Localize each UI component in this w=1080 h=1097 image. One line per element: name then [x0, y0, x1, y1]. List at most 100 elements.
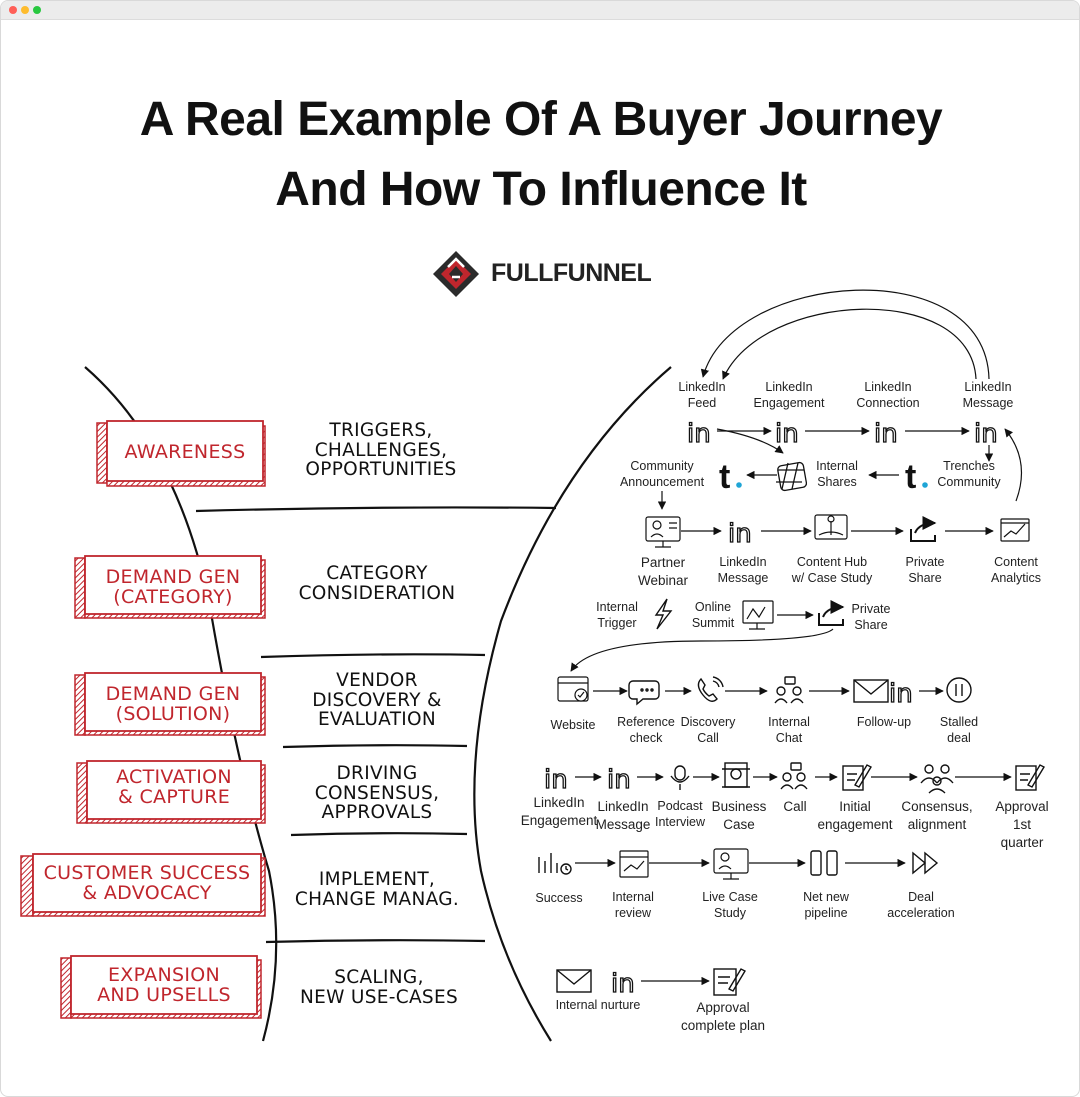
success-chart-icon [538, 853, 572, 875]
touchpoint-linkedin-engagement: LinkedIn Engagement [753, 380, 825, 410]
touchpoint-initial-engagement: Initial engagement [817, 799, 893, 832]
fast-forward-icon [912, 851, 939, 875]
t-community-icon: t [905, 458, 916, 496]
funnel-right-edge [473, 366, 672, 1042]
envelope-icon [853, 679, 889, 703]
linkedin-in-icon: in [687, 419, 711, 449]
touchpoint-internal-chat: Internal Chat [768, 715, 810, 745]
stage-tag-awareness-label: AWARENESS [124, 441, 246, 463]
touchpoint-stalled-deal: Stalled deal [939, 715, 979, 745]
touchpoint-consensus-alignment: Consensus, alignment [901, 799, 973, 832]
online-summit-icon [742, 600, 774, 630]
touchpoint-linkedin-message: LinkedIn Message [962, 380, 1014, 410]
touchpoint-private-share: Private Share [905, 555, 945, 585]
touchpoint-internal-review: Internal review [612, 890, 654, 920]
stage-tag-customer-success-label: CUSTOMER SUCCESS & ADVOCACY [43, 862, 251, 904]
share-icons [818, 516, 937, 626]
touchpoint-content-hub: Content Hub w/ Case Study [791, 555, 873, 585]
approval-document-icon [1015, 764, 1045, 791]
touchpoint-call: Call [783, 799, 807, 814]
net-new-pipeline-icon [810, 850, 838, 876]
touchpoint-follow-up: Follow-up [856, 715, 912, 729]
touchpoint-online-summit: Online Summit [691, 600, 735, 630]
touchpoint-success: Success [535, 891, 583, 905]
t-community-icon: t [719, 458, 730, 496]
title-line-1: A Real Example Of A Buyer Journey [139, 93, 943, 146]
touchpoint-content-analytics: Content Analytics [990, 555, 1042, 585]
minimize-window-icon[interactable] [21, 6, 29, 14]
touchpoint-linkedin-connection: LinkedIn Connection [856, 380, 920, 410]
linkedin-in-icon: in [775, 419, 799, 449]
hashtag-icon [776, 461, 808, 492]
stage-tag-demand-gen-category [74, 555, 266, 619]
website-icon [557, 676, 589, 702]
funnel-divider-2 [260, 653, 486, 659]
fullfunnel-logo-icon [433, 251, 479, 297]
chat-bubble-icon [628, 680, 660, 706]
content-analytics-icon [1000, 518, 1030, 542]
touchpoint-linkedin-message-3: LinkedIn Message [595, 799, 651, 832]
close-window-icon[interactable] [9, 6, 17, 14]
stage-tag-activation [76, 760, 266, 824]
funnel-stage-implement: IMPLEMENT, CHANGE MANAG. [294, 869, 460, 910]
lightning-icon [654, 598, 673, 630]
touchpoint-trenches-community: Trenches Community [937, 459, 1001, 489]
touchpoint-website: Website [550, 718, 596, 732]
funnel-divider-3 [282, 744, 468, 749]
funnel-divider-5 [265, 939, 486, 944]
funnel-divider-1 [195, 506, 557, 513]
linkedin-in-icon: in [874, 419, 898, 449]
stage-tag-customer-success [20, 853, 266, 917]
pause-icon [946, 677, 972, 703]
call-icon [780, 762, 808, 790]
envelope-icon [556, 969, 592, 993]
microphone-icon [670, 765, 690, 790]
funnel-stage-vendor: VENDOR DISCOVERY & EVALUATION [312, 670, 442, 730]
linkedin-in-icon: in [607, 765, 631, 795]
maximize-window-icon[interactable] [33, 6, 41, 14]
touchpoint-community-announcement: Community Announcement [619, 459, 705, 489]
touchpoint-approval-complete-plan: Approval complete plan [680, 1000, 766, 1033]
touchpoint-private-share-2: Private Share [851, 602, 891, 632]
private-share-icon [818, 600, 845, 626]
window-titlebar [1, 1, 1079, 20]
touchpoint-business-case: Business Case [711, 799, 767, 832]
linkedin-icons: in in in in in in in in in [543, 418, 998, 999]
linkedin-in-icon: in [728, 519, 752, 549]
live-case-study-icon [713, 848, 749, 880]
stage-tag-demand-gen-solution [74, 672, 266, 736]
funnel-stage-category: CATEGORY CONSIDERATION [298, 563, 456, 604]
touchpoint-linkedin-feed: LinkedIn Feed [678, 380, 726, 410]
brand-logo: FULLFUNNEL [427, 249, 667, 299]
approval-plan-icon [713, 968, 746, 996]
title-line-2: And How To Influence It [275, 163, 807, 216]
funnel-stage-triggers: TRIGGERS, CHALLENGES, OPPORTUNITIES [305, 420, 457, 480]
touchpoint-internal-nurture: Internal nurture [555, 998, 641, 1012]
journey-arrows [570, 289, 1023, 986]
page-title: A Real Example Of A Buyer Journey And Ho… [1, 85, 1079, 225]
touchpoint-reference-check: Reference check [617, 715, 675, 745]
webinar-icon [645, 516, 681, 548]
funnel-stage-consensus: DRIVING CONSENSUS, APPROVALS [314, 763, 440, 823]
touchpoint-linkedin-message-2: LinkedIn Message [717, 555, 769, 585]
pen-document-icon [842, 764, 872, 791]
misc-icons [538, 598, 1045, 996]
stage-tags [20, 420, 266, 1019]
touchpoint-internal-trigger: Internal Trigger [596, 600, 638, 630]
stage-tag-demand-gen-category-label: DEMAND GEN (CATEGORY) [105, 566, 241, 608]
touchpoint-net-new-pipeline: Net new pipeline [803, 890, 849, 920]
stage-tag-expansion-label: EXPANSION AND UPSELLS [97, 964, 231, 1006]
touchpoint-internal-shares: Internal Shares [816, 459, 858, 489]
internal-chat-icon [774, 676, 804, 704]
linkedin-in-icon: in [974, 419, 998, 449]
private-share-icon [910, 516, 937, 542]
stage-tag-demand-gen-solution-label: DEMAND GEN (SOLUTION) [105, 683, 241, 725]
linkedin-in-icon: in [611, 969, 635, 999]
community-icons: t t [719, 458, 928, 496]
stage-tag-activation-label: ACTIVATION & CAPTURE [116, 766, 232, 808]
consensus-people-icon [920, 764, 954, 794]
internal-review-icon [619, 850, 649, 878]
touchpoint-linkedin-engagement-2: LinkedIn Engagement [520, 795, 598, 828]
brand-name: FULLFUNNEL [491, 259, 652, 287]
